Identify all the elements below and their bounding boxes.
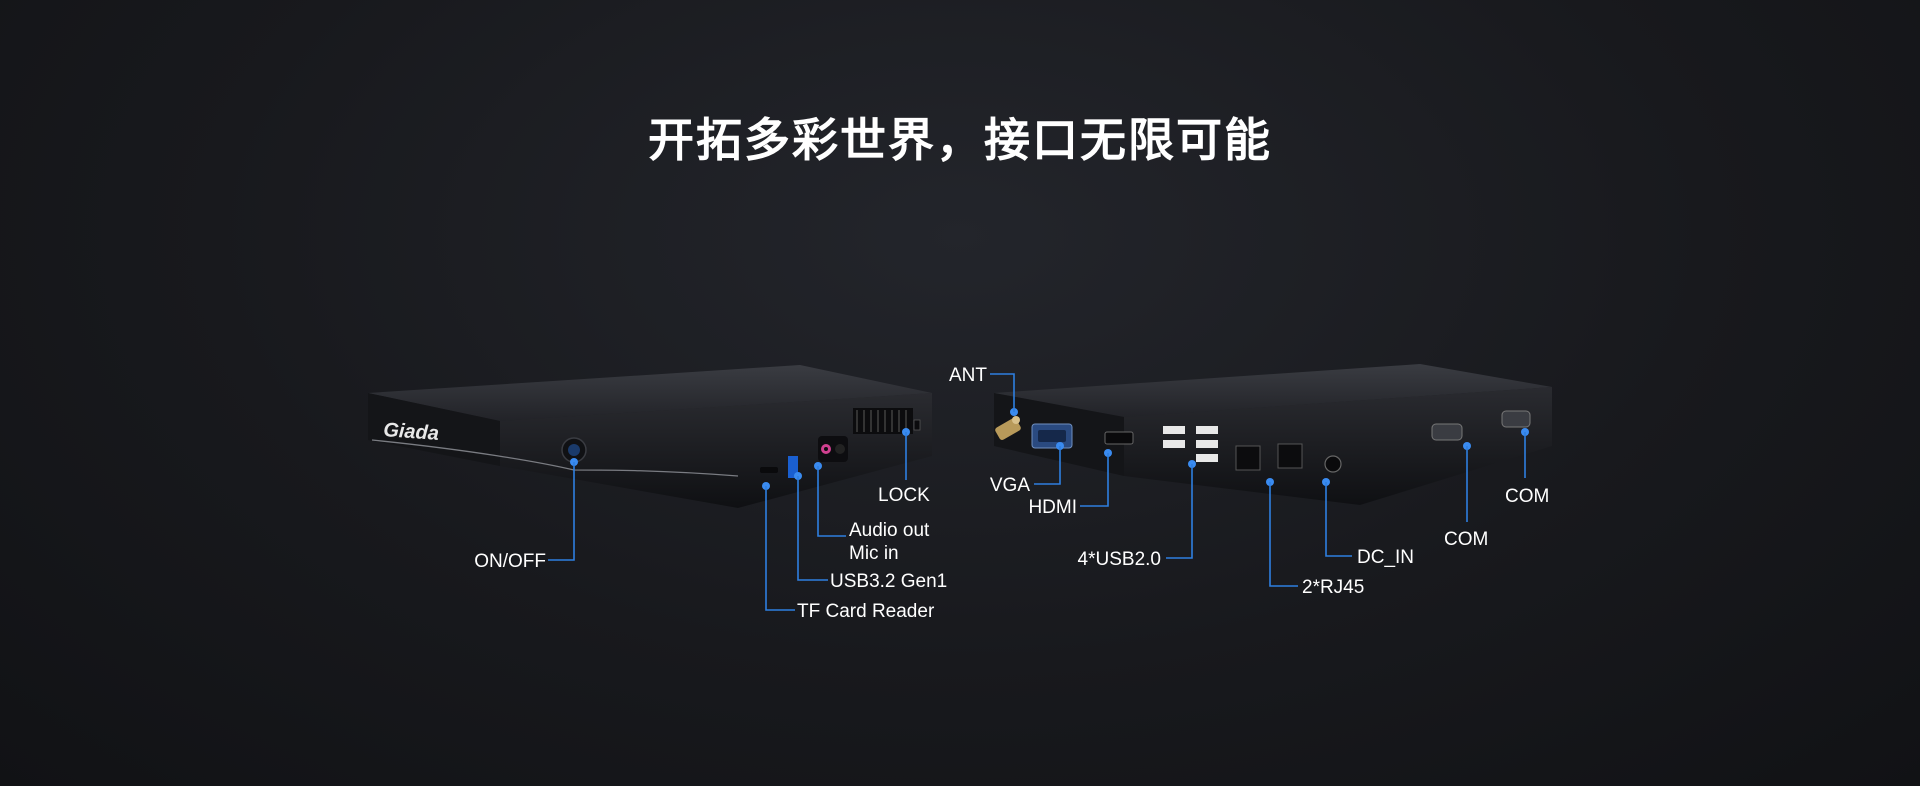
label-hdmi: HDMI — [1028, 497, 1077, 518]
label-rj45: 2*RJ45 — [1302, 577, 1364, 598]
front-unit-top — [368, 365, 932, 421]
page-headline: 开拓多彩世界，接口无限可能 — [648, 113, 1272, 167]
front-unit-left-side — [368, 393, 500, 466]
label-mic-in: Mic in — [849, 543, 899, 564]
dc-jack-icon[interactable] — [1324, 455, 1342, 473]
hdmi-port-icon[interactable] — [1104, 431, 1134, 445]
label-usb20: 4*USB2.0 — [1078, 549, 1161, 570]
label-on-off: ON/OFF — [474, 551, 546, 572]
rear-unit-face — [1124, 387, 1552, 505]
label-vga: VGA — [990, 475, 1030, 496]
front-unit: Giada — [368, 365, 932, 508]
label-com-1: COM — [1444, 529, 1488, 550]
rear-unit — [994, 364, 1552, 505]
audio-jack-icon[interactable] — [818, 436, 848, 462]
usb-stack-icon[interactable] — [1163, 426, 1218, 462]
power-button-icon[interactable] — [561, 437, 587, 463]
label-com-2: COM — [1505, 486, 1549, 507]
rj45-port-icon[interactable] — [1235, 443, 1303, 471]
label-audio-out: Audio out — [849, 520, 930, 541]
label-usb32: USB3.2 Gen1 — [830, 571, 947, 592]
com-port-icon[interactable] — [1431, 423, 1463, 441]
front-callouts: ON/OFF TF Card Reader USB3.2 Gen1 Audio … — [474, 428, 947, 622]
com-port-icon[interactable] — [1501, 410, 1531, 428]
usb-port-icon[interactable] — [788, 456, 798, 478]
brand-logo: Giada — [383, 419, 440, 445]
label-lock: LOCK — [878, 485, 930, 506]
label-ant: ANT — [949, 365, 987, 386]
front-unit-face — [500, 393, 932, 508]
label-tf-card-reader: TF Card Reader — [797, 601, 935, 622]
lock-slot-icon[interactable] — [913, 419, 921, 431]
rear-callouts: ANT VGA HDMI 4*USB2.0 2*RJ45 DC_IN COM C… — [949, 365, 1549, 598]
label-dc-in: DC_IN — [1357, 547, 1414, 568]
tf-card-slot-icon[interactable] — [760, 467, 778, 473]
antenna-connector-icon[interactable] — [994, 416, 1022, 441]
vga-port-icon[interactable] — [1031, 423, 1073, 449]
rear-unit-top — [994, 364, 1552, 417]
